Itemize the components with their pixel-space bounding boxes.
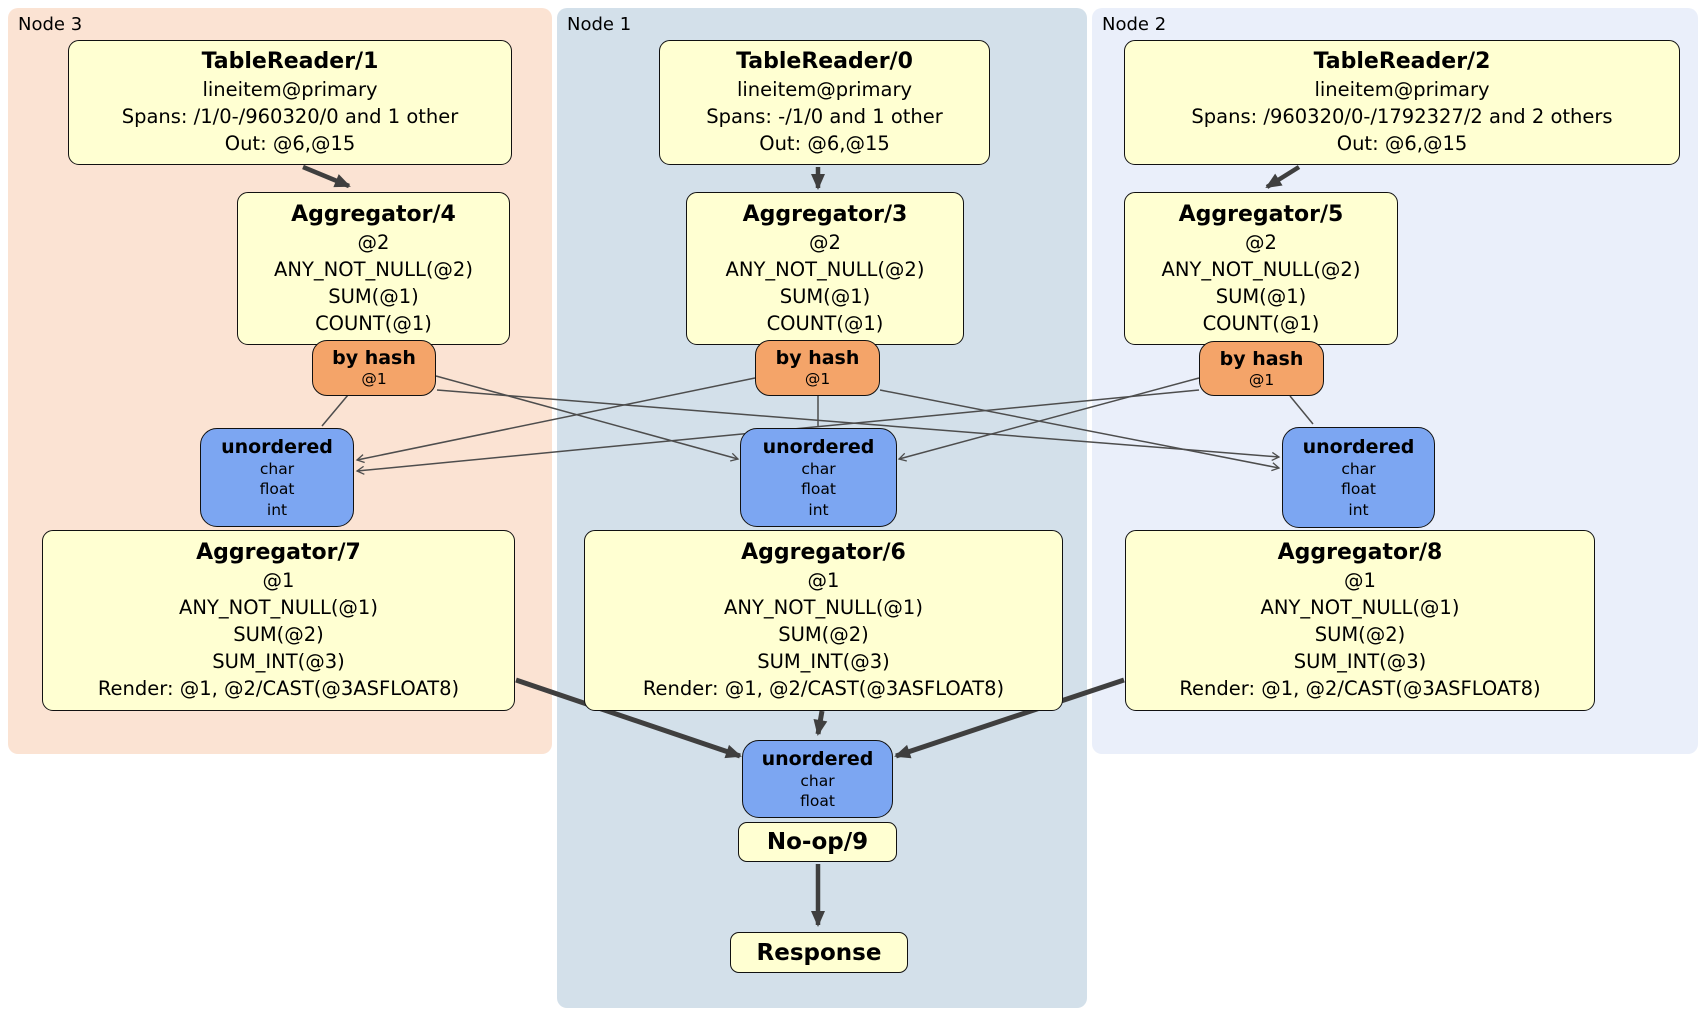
stream-title: unordered [762, 435, 875, 458]
processor-detail: Spans: /960320/0-/1792327/2 and 2 others [1191, 105, 1613, 128]
stream-type: float [1341, 480, 1376, 499]
router-by-hash-node3: by hash @1 [312, 340, 436, 396]
router-columns: @1 [361, 370, 387, 388]
terminal-title: No-op/9 [766, 829, 869, 855]
router-title: by hash [775, 347, 860, 369]
processor-detail: ANY_NOT_NULL(@2) [274, 257, 473, 281]
terminal-title: Response [756, 939, 882, 966]
processor-detail: Spans: /1/0-/960320/0 and 1 other [121, 105, 459, 128]
processor-title: TableReader/2 [1313, 49, 1491, 74]
processor-detail: @1 [1344, 569, 1376, 592]
processor-detail: SUM(@2) [1314, 623, 1406, 646]
noop-box: No-op/9 [738, 822, 897, 862]
stream-unordered-node1: unordered char float int [740, 428, 897, 527]
processor-title: Aggregator/4 [291, 201, 456, 227]
processor-detail: Out: @6,@15 [224, 132, 356, 155]
processor-tablereader-0: TableReader/0 lineitem@primary Spans: -/… [659, 40, 990, 165]
stream-type: char [259, 459, 295, 478]
processor-aggregator-5: Aggregator/5 @2 ANY_NOT_NULL(@2) SUM(@1)… [1124, 192, 1398, 345]
router-columns: @1 [1248, 370, 1275, 389]
node-label: Node 1 [567, 14, 632, 35]
router-title: by hash [332, 347, 416, 369]
processor-detail: lineitem@primary [202, 78, 378, 101]
processor-detail: Out: @6,@15 [1336, 132, 1468, 155]
processor-title: Aggregator/3 [742, 201, 908, 227]
processor-detail: @1 [262, 569, 295, 592]
processor-detail: SUM(@2) [233, 623, 324, 646]
node-label: Node 3 [18, 14, 83, 35]
processor-title: Aggregator/5 [1178, 201, 1344, 227]
processor-detail: ANY_NOT_NULL(@1) [724, 596, 923, 619]
processor-aggregator-7: Aggregator/7 @1 ANY_NOT_NULL(@1) SUM(@2)… [42, 530, 515, 711]
processor-detail: lineitem@primary [1314, 78, 1490, 101]
processor-tablereader-1: TableReader/1 lineitem@primary Spans: /1… [68, 40, 512, 165]
stream-unordered-final: unordered char float [742, 740, 893, 818]
processor-detail: COUNT(@1) [315, 311, 432, 335]
processor-detail: Render: @1, @2/CAST(@3ASFLOAT8) [1179, 677, 1541, 700]
processor-detail: Spans: -/1/0 and 1 other [706, 105, 943, 128]
processor-title: Aggregator/7 [196, 540, 361, 565]
processor-detail: SUM_INT(@3) [212, 650, 345, 673]
processor-detail: SUM(@1) [328, 284, 419, 308]
router-title: by hash [1219, 347, 1304, 370]
processor-detail: @2 [357, 230, 390, 254]
stream-type: int [808, 500, 829, 519]
response-box: Response [730, 932, 908, 973]
processor-detail: ANY_NOT_NULL(@1) [179, 596, 378, 619]
processor-aggregator-6: Aggregator/6 @1 ANY_NOT_NULL(@1) SUM(@2)… [584, 530, 1063, 711]
stream-type: int [266, 500, 288, 519]
router-columns: @1 [804, 370, 831, 388]
processor-detail: SUM(@2) [778, 623, 869, 646]
flow-edges [302, 164, 1301, 927]
processor-tablereader-2: TableReader/2 lineitem@primary Spans: /9… [1124, 40, 1680, 165]
stream-title: unordered [1302, 435, 1415, 458]
node-label: Node 2 [1102, 14, 1167, 35]
processor-title: TableReader/1 [201, 49, 379, 74]
processor-title: Aggregator/8 [1277, 540, 1443, 565]
stream-title: unordered [221, 435, 333, 458]
processor-aggregator-4: Aggregator/4 @2 ANY_NOT_NULL(@2) SUM(@1)… [237, 192, 510, 345]
processor-detail: COUNT(@1) [1202, 311, 1320, 335]
stream-unordered-node2: unordered char float int [1282, 427, 1435, 528]
processor-detail: Render: @1, @2/CAST(@3ASFLOAT8) [97, 677, 460, 700]
processor-detail: Render: @1, @2/CAST(@3ASFLOAT8) [642, 677, 1005, 700]
processor-detail: SUM_INT(@3) [1293, 650, 1427, 673]
processor-detail: SUM(@1) [779, 284, 871, 308]
stream-type: float [801, 480, 836, 499]
processor-title: Aggregator/6 [741, 540, 906, 565]
processor-title: TableReader/0 [736, 49, 913, 74]
processor-aggregator-3: Aggregator/3 @2 ANY_NOT_NULL(@2) SUM(@1)… [686, 192, 964, 345]
processor-detail: lineitem@primary [736, 78, 913, 101]
processor-detail: @2 [1245, 230, 1277, 254]
processor-detail: ANY_NOT_NULL(@1) [1260, 596, 1460, 619]
processor-detail: SUM_INT(@3) [757, 650, 890, 673]
stream-type: char [800, 771, 835, 790]
router-by-hash-node2: by hash @1 [1199, 341, 1324, 396]
router-by-hash-node1: by hash @1 [755, 340, 880, 396]
stream-title: unordered [761, 747, 874, 770]
stream-type: int [1348, 500, 1369, 519]
processor-detail: @2 [809, 230, 841, 254]
stream-type: float [800, 792, 835, 810]
processor-detail: Out: @6,@15 [759, 132, 890, 155]
stream-unordered-node3: unordered char float int [200, 428, 354, 527]
processor-detail: @1 [807, 569, 840, 592]
processor-aggregator-8: Aggregator/8 @1 ANY_NOT_NULL(@1) SUM(@2)… [1125, 530, 1595, 711]
processor-detail: ANY_NOT_NULL(@2) [1161, 257, 1361, 281]
processor-detail: SUM(@1) [1215, 284, 1307, 308]
stream-type: float [259, 480, 295, 499]
processor-detail: COUNT(@1) [766, 311, 884, 335]
stream-type: char [1341, 459, 1376, 478]
processor-detail: ANY_NOT_NULL(@2) [725, 257, 925, 281]
stream-type: char [801, 459, 836, 478]
